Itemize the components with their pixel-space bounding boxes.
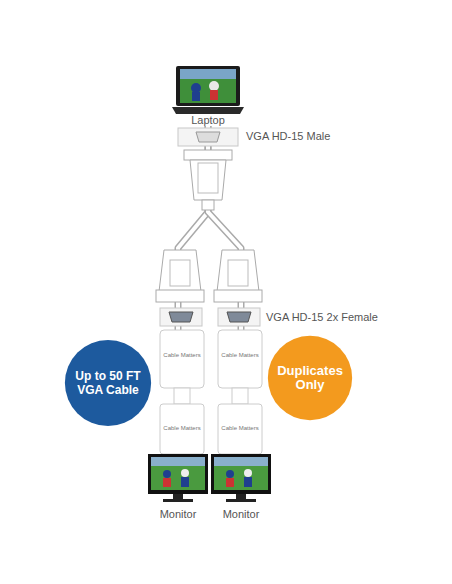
device-label: Monitor: [210, 508, 272, 520]
brand-logo: Cable Matters: [218, 425, 262, 431]
circle-fill: [65, 340, 151, 426]
callout-circle: Duplicates Only: [267, 335, 353, 421]
vga-male-port: [178, 128, 238, 146]
monitor-node: Monitor: [210, 454, 272, 522]
circle-fill: [268, 336, 352, 420]
connector-label: VGA HD-15 2x Female: [266, 311, 378, 323]
monitor-icon: [210, 454, 272, 502]
vga-female-ports: [160, 308, 260, 326]
brand-logo: Cable Matters: [218, 352, 262, 358]
laptop-node: Laptop: [172, 64, 244, 126]
callout-text: Duplicates Only: [273, 364, 347, 392]
monitor-icon: [147, 454, 209, 502]
callout-text: Up to 50 FT VGA Cable: [70, 369, 146, 397]
vga-split-plugs: [156, 250, 262, 302]
connector-label: VGA HD-15 Male: [246, 130, 330, 142]
vga-male-plug: [184, 150, 232, 210]
cable-heads: [160, 330, 262, 454]
monitor-node: Monitor: [147, 454, 209, 522]
brand-logo: Cable Matters: [160, 425, 204, 431]
device-label: Laptop: [172, 114, 244, 126]
brand-logo: Cable Matters: [160, 352, 204, 358]
laptop-icon: [172, 64, 244, 114]
callout-circle: Up to 50 FT VGA Cable: [64, 339, 152, 427]
device-label: Monitor: [147, 508, 209, 520]
